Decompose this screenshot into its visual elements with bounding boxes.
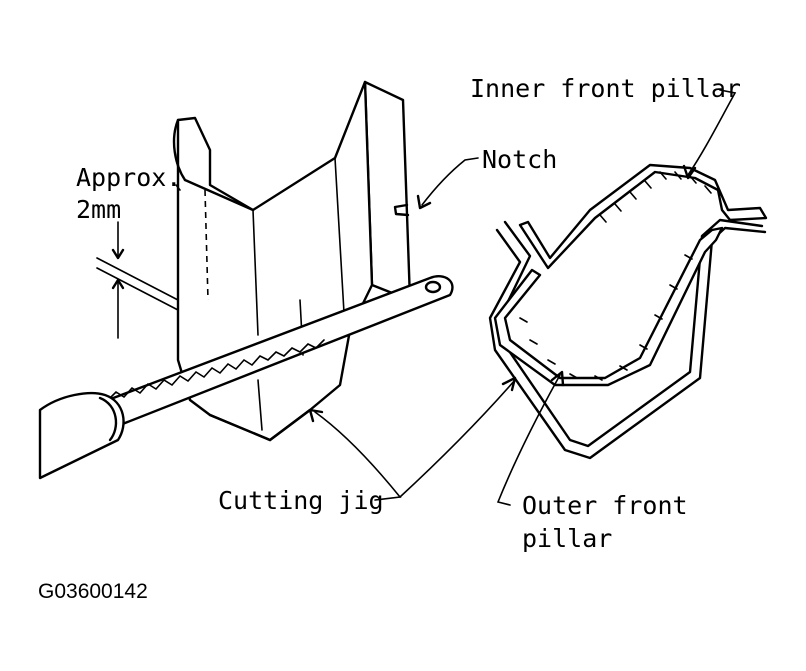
hacksaw-drawing [38, 275, 454, 480]
outer-front-pillar-label-line1: Outer front [522, 491, 688, 520]
cutting-jig-label: Cutting jig [218, 486, 384, 515]
leader-lines [175, 89, 737, 506]
dimension-marker [96, 221, 179, 339]
pillar-cross-section [488, 163, 768, 460]
cutting-jig-drawing [172, 80, 412, 442]
inner-front-pillar-label: Inner front pillar [470, 74, 741, 103]
approx-value-label: 2mm [76, 195, 121, 224]
notch-label: Notch [482, 145, 557, 174]
outer-front-pillar-label-line2: pillar [522, 524, 612, 553]
approx-label: Approx. [76, 163, 181, 192]
figure-code: G03600142 [38, 580, 148, 603]
